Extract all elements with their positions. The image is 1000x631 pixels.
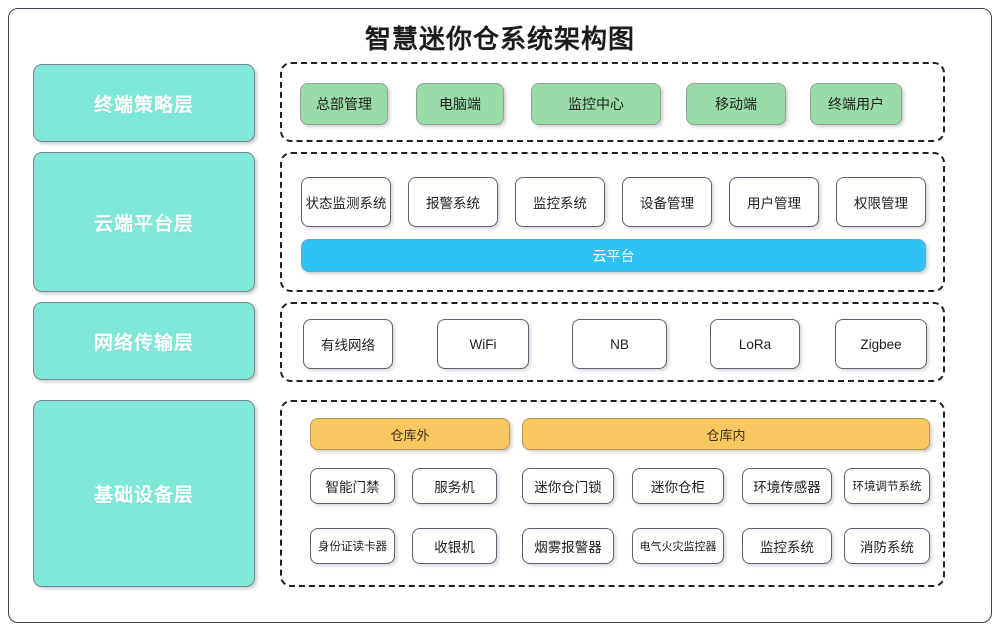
node-wired-network[interactable]: 有线网络	[303, 319, 393, 369]
node-label: 电脑端	[439, 96, 481, 112]
node-status-monitoring-system[interactable]: 状态监测系统	[301, 177, 391, 227]
node-zigbee[interactable]: Zigbee	[835, 319, 927, 369]
node-pc-terminal[interactable]: 电脑端	[416, 83, 504, 125]
node-label: 迷你仓门锁	[534, 480, 602, 495]
node-permission-management[interactable]: 权限管理	[836, 177, 926, 227]
node-smart-access-control[interactable]: 智能门禁	[310, 468, 395, 504]
node-label: 终端用户	[828, 96, 884, 112]
group-infrastructure: 仓库外 仓库内 智能门禁 服务机 迷你仓门锁 迷你仓柜 环境传感器 环境调节系统…	[280, 400, 945, 587]
node-environment-sensor[interactable]: 环境传感器	[742, 468, 832, 504]
node-label: 监控系统	[533, 196, 587, 211]
layer-label-terminal-strategy[interactable]: 终端策略层	[33, 64, 255, 142]
layer-label-text: 终端策略层	[93, 94, 194, 116]
node-surveillance-system[interactable]: 监控系统	[742, 528, 832, 564]
node-label: WiFi	[469, 336, 497, 352]
layer-label-text: 网络传输层	[93, 332, 194, 354]
node-label: 环境传感器	[753, 480, 821, 495]
node-label: 消防系统	[860, 540, 914, 555]
node-label: 监控系统	[760, 540, 814, 555]
node-monitoring-system[interactable]: 监控系统	[515, 177, 605, 227]
node-label: 电气火灾监控器	[639, 541, 717, 553]
node-label: 权限管理	[854, 196, 908, 211]
node-label: 身份证读卡器	[318, 541, 387, 553]
node-label: 智能门禁	[325, 480, 380, 495]
node-label: 用户管理	[747, 196, 801, 211]
layer-label-cloud-platform[interactable]: 云端平台层	[33, 152, 255, 292]
node-mini-warehouse-cabinet[interactable]: 迷你仓柜	[632, 468, 724, 504]
node-label: 烟雾报警器	[534, 540, 602, 555]
layer-label-text: 云端平台层	[93, 213, 194, 235]
group-network-transport: 有线网络 WiFi NB LoRa Zigbee	[280, 302, 945, 382]
node-headquarters-management[interactable]: 总部管理	[300, 83, 388, 125]
node-id-card-reader[interactable]: 身份证读卡器	[310, 528, 395, 564]
node-label: Zigbee	[860, 336, 902, 352]
node-label: NB	[610, 336, 629, 352]
node-smoke-alarm[interactable]: 烟雾报警器	[522, 528, 614, 564]
node-label: 有线网络	[321, 338, 375, 353]
node-label: 服务机	[434, 480, 475, 495]
node-label: 总部管理	[316, 96, 372, 112]
node-label: 迷你仓柜	[651, 480, 705, 495]
layer-label-infrastructure[interactable]: 基础设备层	[33, 400, 255, 587]
node-label: 环境调节系统	[852, 481, 922, 493]
node-lora[interactable]: LoRa	[710, 319, 800, 369]
node-user-management[interactable]: 用户管理	[729, 177, 819, 227]
node-environment-regulation-system[interactable]: 环境调节系统	[844, 468, 930, 504]
node-label: 收银机	[434, 540, 475, 555]
node-cloud-platform-bar[interactable]: 云平台	[301, 239, 926, 272]
layer-label-text: 基础设备层	[93, 485, 194, 506]
node-alarm-system[interactable]: 报警系统	[408, 177, 498, 227]
node-label: 报警系统	[426, 196, 480, 211]
node-device-management[interactable]: 设备管理	[622, 177, 712, 227]
group-cloud-platform: 状态监测系统 报警系统 监控系统 设备管理 用户管理 权限管理 云平台	[280, 152, 945, 292]
node-label: 移动端	[715, 96, 757, 112]
zone-header-inside-warehouse[interactable]: 仓库内	[522, 418, 930, 450]
zone-header-label: 仓库内	[706, 427, 746, 443]
node-label: 状态监测系统	[305, 196, 387, 211]
zone-header-outside-warehouse[interactable]: 仓库外	[310, 418, 510, 450]
page-title: 智慧迷你仓系统架构图	[364, 24, 635, 54]
node-electrical-fire-monitor[interactable]: 电气火灾监控器	[632, 528, 724, 564]
node-fire-protection-system[interactable]: 消防系统	[844, 528, 930, 564]
node-label: 云平台	[592, 247, 635, 264]
node-label: 设备管理	[640, 196, 694, 211]
node-cash-register[interactable]: 收银机	[412, 528, 497, 564]
node-nb[interactable]: NB	[572, 319, 667, 369]
node-label: 监控中心	[568, 96, 624, 112]
node-monitoring-center[interactable]: 监控中心	[531, 83, 661, 125]
node-end-user[interactable]: 终端用户	[810, 83, 902, 125]
node-mobile-terminal[interactable]: 移动端	[686, 83, 786, 125]
node-wifi[interactable]: WiFi	[437, 319, 529, 369]
node-service-machine[interactable]: 服务机	[412, 468, 497, 504]
layer-label-network-transport[interactable]: 网络传输层	[33, 302, 255, 380]
node-mini-warehouse-door-lock[interactable]: 迷你仓门锁	[522, 468, 614, 504]
node-label: LoRa	[738, 336, 772, 352]
watermark	[740, 600, 940, 618]
zone-header-label: 仓库外	[390, 427, 430, 443]
group-terminal-strategy: 总部管理 电脑端 监控中心 移动端 终端用户	[280, 62, 945, 142]
